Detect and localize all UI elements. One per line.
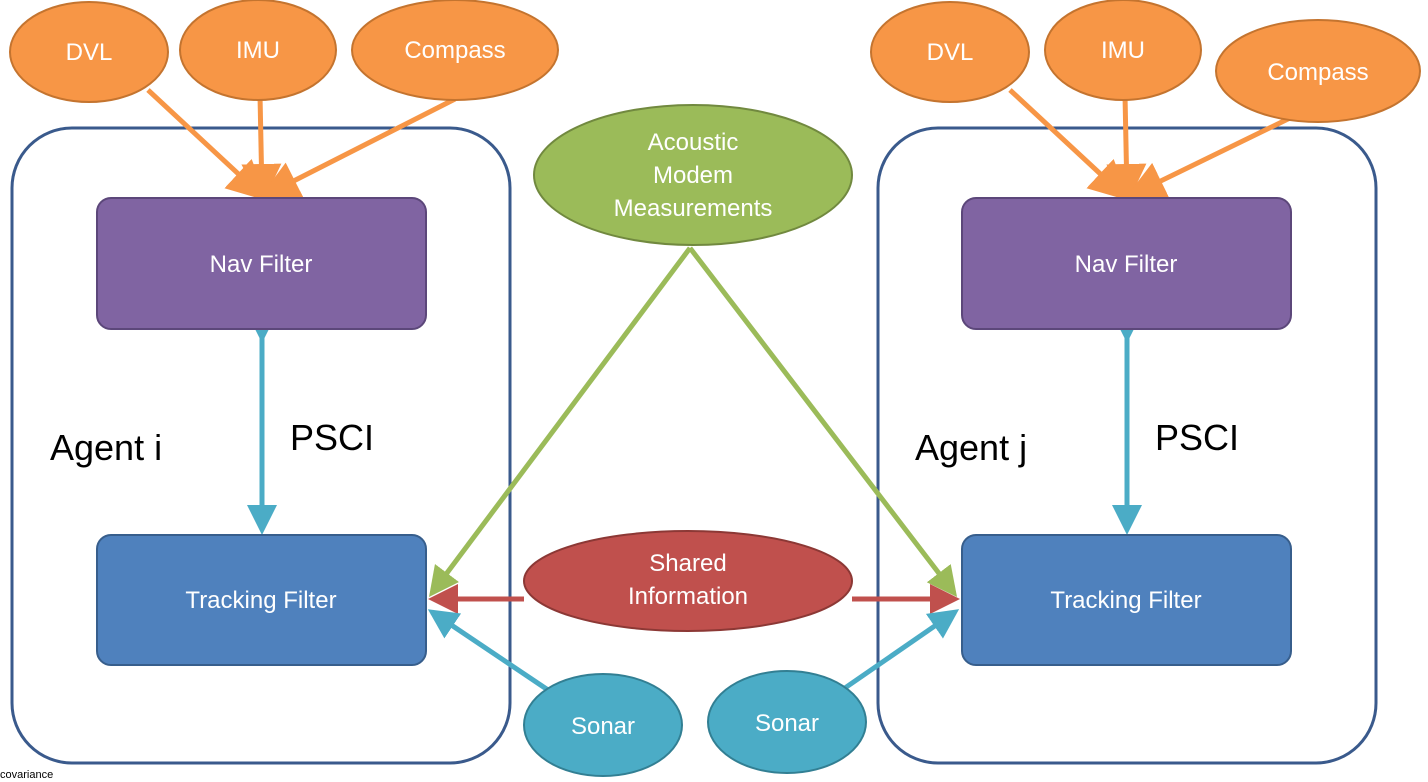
imu-label-i: IMU xyxy=(236,37,280,64)
dvl-sensor-i xyxy=(9,1,169,103)
nav-filter-label-j: Nav Filter xyxy=(1075,251,1178,278)
acoustic-label-line1: Acoustic xyxy=(648,129,739,156)
arrow-acoustic-to-tracking-j xyxy=(688,246,958,597)
dvl-sensor-j xyxy=(870,1,1030,103)
shared-label-line2: Information xyxy=(628,583,748,610)
nav-filter-label-i: Nav Filter xyxy=(210,251,313,278)
compass-label-i: Compass xyxy=(404,37,505,64)
tracking-filter-label-j: Tracking Filter xyxy=(1050,587,1201,614)
agent-j-label: Agent j xyxy=(915,427,1027,468)
tracking-filter-box-j xyxy=(961,534,1292,666)
shared-information-ellipse xyxy=(523,530,853,632)
arrow-sonar-to-tracking-j xyxy=(840,609,960,693)
arrow-acoustic-to-tracking-i xyxy=(429,246,693,598)
compass-sensor-j xyxy=(1215,19,1421,123)
imu-label-j: IMU xyxy=(1101,37,1145,64)
agent-i-label: Agent i xyxy=(50,427,162,468)
acoustic-label-line3: Measurements xyxy=(614,195,773,222)
arrow-sonar-to-tracking-i xyxy=(427,609,550,693)
arrow-compass-to-nav-j xyxy=(1125,115,1292,199)
imu-sensor-j xyxy=(1044,0,1202,101)
sonar-label-i: Sonar xyxy=(571,713,635,740)
imu-sensor-i xyxy=(179,0,337,101)
tracking-filter-label-i: Tracking Filter xyxy=(185,587,336,614)
dvl-label-j: DVL xyxy=(927,39,974,66)
arrow-imu-to-nav-i xyxy=(241,94,282,204)
footer-text: covariance xyxy=(0,769,53,781)
arrow-dvl-to-nav-j xyxy=(1008,88,1130,201)
sonar-label-j: Sonar xyxy=(755,710,819,737)
arrow-compass-to-nav-i xyxy=(259,96,457,199)
compass-sensor-i xyxy=(351,0,559,101)
compass-label-j: Compass xyxy=(1267,59,1368,86)
tracking-filter-box-i xyxy=(96,534,427,666)
psci-label-i: PSCI xyxy=(290,417,374,458)
nav-filter-box-j xyxy=(961,197,1292,330)
dvl-label-i: DVL xyxy=(66,39,113,66)
nav-filter-box-i xyxy=(96,197,427,330)
acoustic-modem-ellipse xyxy=(533,104,853,246)
sonar-ellipse-i xyxy=(523,673,683,777)
acoustic-label-line2: Modem xyxy=(653,162,733,189)
shared-label-line1: Shared xyxy=(649,550,726,577)
arrow-dvl-to-nav-i xyxy=(146,88,268,201)
sonar-ellipse-j xyxy=(707,670,867,774)
psci-label-j: PSCI xyxy=(1155,417,1239,458)
arrow-imu-to-nav-j xyxy=(1106,94,1147,204)
